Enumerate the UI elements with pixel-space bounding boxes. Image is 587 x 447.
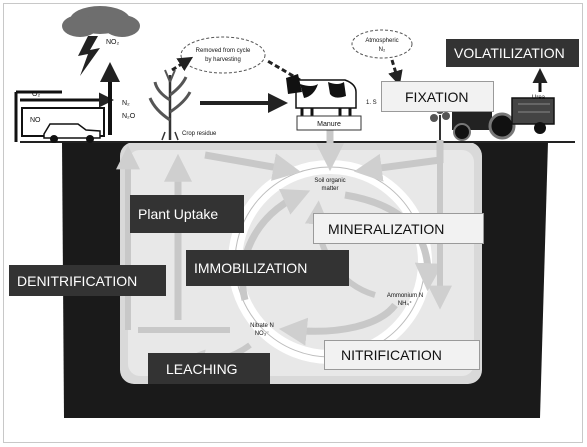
fixation-label: FIXATION — [381, 81, 494, 112]
n2-label: N₂ — [122, 100, 130, 107]
no-emission-outline — [14, 90, 52, 142]
no-label: NO — [30, 117, 41, 124]
plant-uptake-label: Plant Uptake — [130, 195, 244, 233]
mineralization-label: MINERALIZATION — [313, 213, 484, 244]
urea-label: Urea — [532, 95, 546, 101]
atmospheric-line2: N₂ — [379, 47, 386, 53]
som-line2: matter — [321, 186, 338, 192]
storm-cloud-icon — [62, 6, 140, 37]
atmospheric-line1: Atmospheric — [365, 38, 398, 44]
cow-icon — [286, 74, 357, 120]
denitrification-label: DENITRIFICATION — [9, 265, 166, 296]
o2-label: O₂ — [32, 91, 40, 98]
removed-line2: by harvesting — [205, 57, 241, 63]
arrow-ammonium-to-nitrate — [278, 302, 398, 346]
ammonium-line1: Ammonium N — [387, 293, 423, 299]
nitrification-label: NITRIFICATION — [324, 340, 480, 370]
n2o-label: N₂O — [122, 113, 136, 120]
leaching-label: LEACHING — [148, 353, 270, 384]
crop-plant-icon — [148, 69, 192, 141]
arrow-residue-to-som — [204, 151, 302, 181]
arrow-plant-to-harvest — [171, 56, 194, 72]
crop-residue-label: Crop residue — [182, 131, 217, 137]
nitrate-line1: Nitrate N — [250, 323, 274, 329]
volatilization-label: VOLATILIZATION — [446, 39, 579, 67]
manure-label: Manure — [317, 121, 341, 128]
arrow-nitrate-to-som — [238, 189, 311, 301]
ammonium-line2: NH₄⁺ — [398, 300, 412, 307]
car-icon — [43, 123, 101, 143]
immobilization-label: IMMOBILIZATION — [186, 250, 349, 286]
som-line1: Soil organic — [314, 178, 345, 184]
no2-label: NO₂ — [106, 39, 120, 46]
lightning-icon — [78, 36, 100, 76]
removed-line1: Removed from cycle — [196, 48, 251, 54]
atmospheric-n2-callout — [351, 29, 413, 59]
manure-box — [296, 115, 362, 131]
arrow-cow-to-harvest — [265, 58, 301, 82]
harvest-callout — [180, 36, 266, 74]
nitrate-line2: NO₃⁻ — [255, 331, 270, 337]
fixation-prefix: 1. S — [366, 100, 377, 106]
arrow-atmosphere-down — [388, 59, 403, 86]
